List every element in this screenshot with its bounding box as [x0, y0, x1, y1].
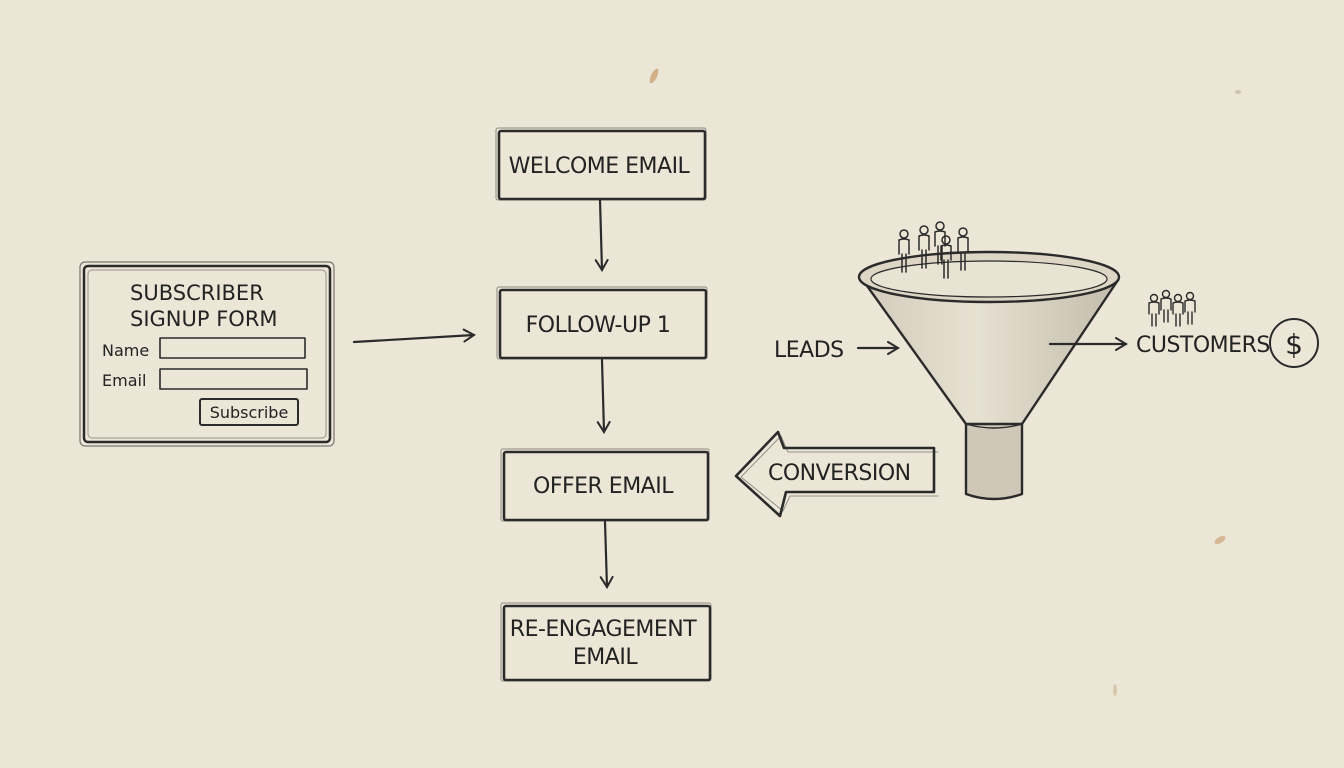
subscribe-button-label: Subscribe: [210, 403, 289, 422]
offer-to-reengagement-arrow: [599, 520, 614, 589]
followup-1-frame: [498, 288, 708, 360]
conversion-arrow-shape: [734, 430, 936, 518]
form-frame-sketch: [79, 261, 335, 447]
followup-1-box: FOLLOW-UP 1: [496, 286, 708, 360]
funnel-spout: [964, 422, 1024, 501]
funnel-right-edge: [1020, 278, 1120, 426]
dollar-coin-icon: $: [1269, 318, 1319, 368]
welcome-email-frame: [497, 129, 707, 201]
name-input[interactable]: [159, 337, 306, 359]
leads-label: LEADS: [774, 338, 844, 363]
form-to-followup-arrow: [352, 328, 476, 344]
funnel-spout-joint: [965, 423, 1023, 429]
form-title-line2: SIGNUP FORM: [130, 307, 278, 331]
funnel-left-edge: [858, 274, 968, 426]
reengagement-email-label-line1: RE-ENGAGEMENT: [510, 617, 697, 642]
welcome-email-box: WELCOME EMAIL: [495, 127, 707, 201]
dollar-symbol: $: [1285, 328, 1303, 361]
dollar-coin-circle: [1269, 318, 1319, 368]
conversion-arrow: CONVERSION: [734, 430, 939, 518]
subscribe-button[interactable]: [199, 398, 299, 426]
reengagement-email-frame-sketch: [500, 602, 712, 682]
offer-email-label: OFFER EMAIL: [533, 474, 674, 499]
email-input[interactable]: [159, 368, 308, 390]
followup-1-label: FOLLOW-UP 1: [526, 313, 671, 338]
form-frame-sketch-inner: [87, 269, 327, 439]
paper-specks: [649, 68, 1241, 696]
welcome-to-followup-arrow: [594, 198, 609, 272]
subscriber-signup-form: SUBSCRIBER SIGNUP FORM Name Email Subscr…: [79, 261, 335, 447]
funnel-rim-inner: [870, 260, 1108, 298]
reengagement-email-box: RE-ENGAGEMENT EMAIL: [500, 602, 712, 682]
reengagement-email-frame: [502, 604, 712, 682]
leads-people-icon: [898, 221, 969, 279]
offer-email-frame: [502, 450, 710, 522]
funnel: [857, 250, 1121, 501]
customers-label: CUSTOMERS: [1136, 333, 1270, 358]
conversion-arrow-sketch: [740, 435, 939, 512]
conversion-label: CONVERSION: [768, 461, 911, 486]
welcome-email-label: WELCOME EMAIL: [509, 154, 691, 179]
followup-to-offer-arrow: [596, 358, 611, 434]
funnel-cone-fill: [860, 276, 1118, 424]
offer-email-box: OFFER EMAIL: [500, 448, 710, 522]
form-frame: [82, 264, 332, 444]
reengagement-email-label-line2: EMAIL: [573, 645, 638, 670]
form-title-line1: SUBSCRIBER: [130, 281, 264, 305]
customers-people-icon: [1148, 289, 1196, 327]
name-field-label: Name: [102, 341, 149, 360]
email-field-label: Email: [102, 371, 146, 390]
